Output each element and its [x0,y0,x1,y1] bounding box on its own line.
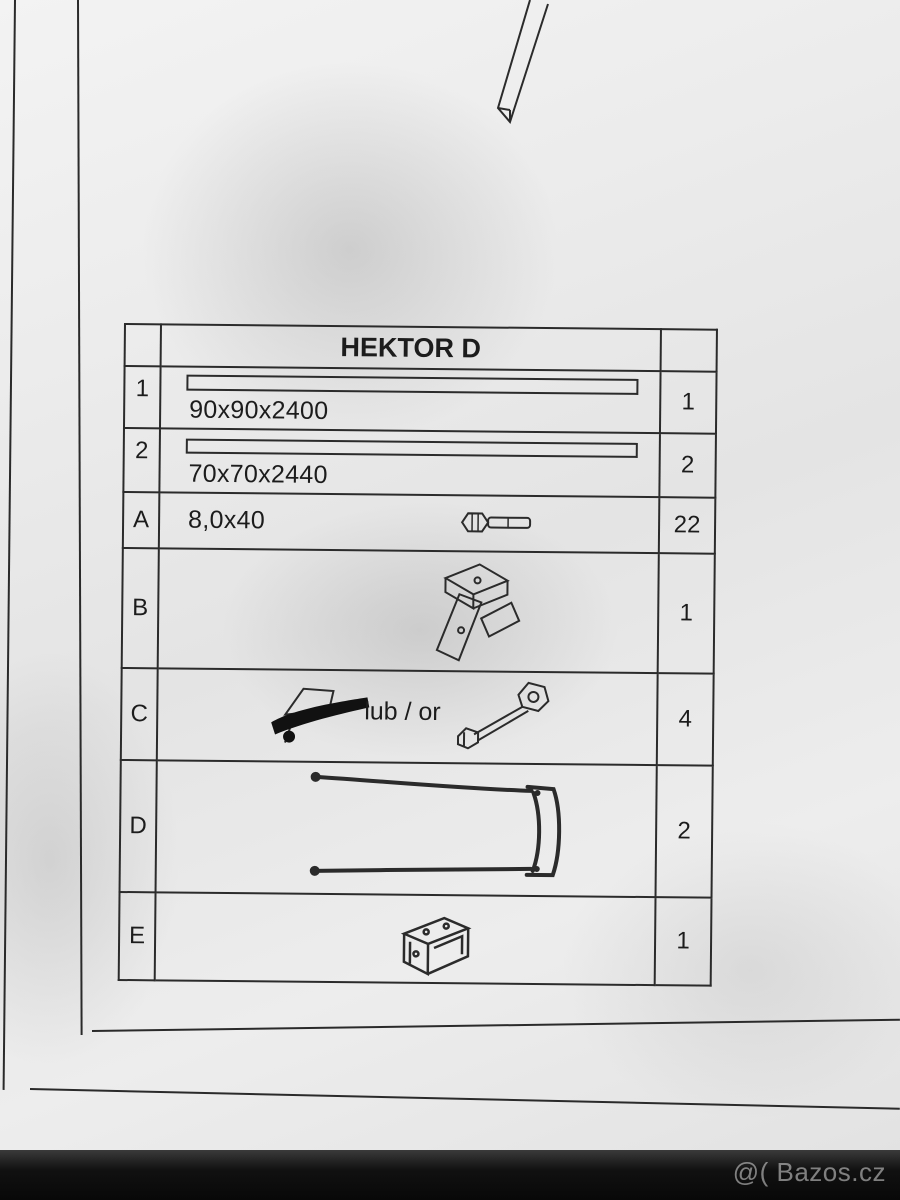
part-id: B [121,547,159,669]
part-cell [155,760,657,898]
part-id: 2 [123,428,160,493]
table-header-row: HEKTOR D [124,324,717,372]
page-border-outer-bottom [29,1088,900,1110]
or-label: lub / or [364,697,441,727]
dark-background [0,1150,900,1200]
box-bracket-icon [400,916,472,976]
table-row: 2 70x70x2440 2 [123,428,716,498]
part-dimension: 70x70x2440 [188,459,328,489]
table-row: C lub / or [120,667,714,766]
swing-hook-alt-icon [456,681,550,750]
beam-icon [185,438,638,458]
part-cell: 8,0x40 [158,492,660,554]
part-cell [154,892,656,986]
part-dimension: 8,0x40 [187,505,266,535]
table-title: HEKTOR D [160,324,661,372]
part-dimension: 90x90x2400 [189,395,329,425]
table-row: D 2 [119,759,713,898]
page-border-outer-left [2,0,16,1090]
part-cell [157,548,659,674]
part-cell: 70x70x2440 [159,428,660,498]
table-row: A 8,0x40 22 [122,492,716,554]
bracket-icon [435,563,521,662]
part-quantity: 22 [658,497,716,554]
swing-hook-icon [271,687,370,743]
part-cell: lub / or [156,668,658,766]
beam-drawing-top [496,0,549,125]
bolt-icon [460,512,532,533]
part-quantity: 4 [656,673,714,766]
page-border-inner-bottom [91,1018,900,1032]
header-id-cell [124,324,161,367]
u-bolt-icon [309,771,562,878]
part-id: 1 [123,366,161,429]
part-quantity: 1 [654,897,712,986]
table-row: B 1 [121,547,715,674]
watermark: @( Bazos.cz [732,1157,886,1187]
part-quantity: 1 [657,553,715,674]
part-id: A [122,492,160,549]
page-border-inner-left [77,0,83,1035]
part-quantity: 2 [659,433,716,498]
instruction-sheet: HEKTOR D 1 90x90x2400 1 2 70x70x2440 [0,0,900,1162]
parts-table: HEKTOR D 1 90x90x2400 1 2 70x70x2440 [118,323,718,987]
header-qty-cell [660,329,717,372]
beam-icon [186,374,639,395]
table-row: E 1 [118,891,712,986]
table-row: 1 90x90x2400 1 [123,366,717,434]
part-id: D [119,759,157,893]
part-cell: 90x90x2400 [159,366,661,434]
part-quantity: 1 [659,371,717,434]
part-quantity: 2 [655,765,713,898]
part-id: C [120,667,158,761]
part-id: E [118,891,156,981]
